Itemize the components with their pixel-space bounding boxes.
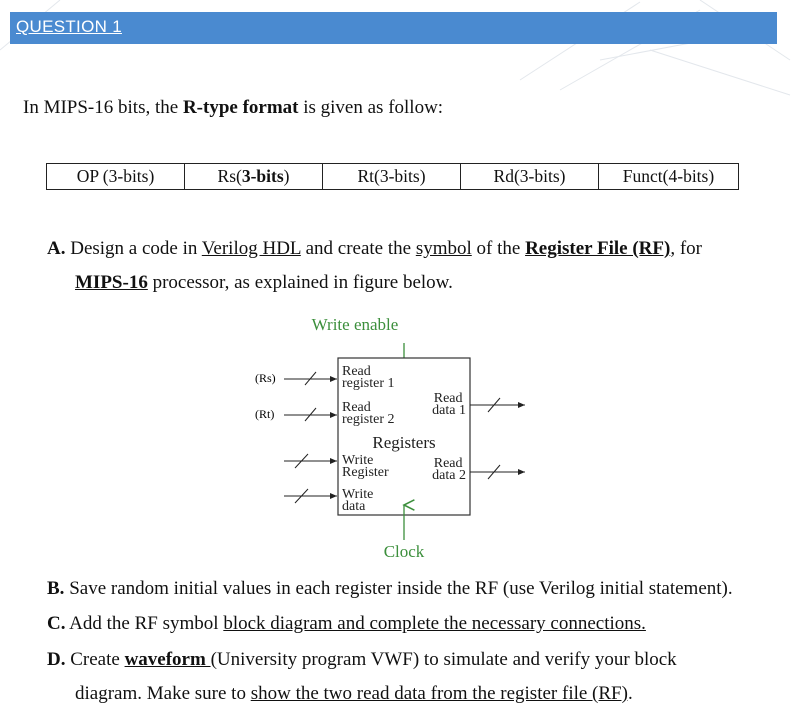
write-register-label: Write Register bbox=[342, 453, 389, 480]
r-type-format-table: OP (3-bits) Rs(3-bits) Rt(3-bits) Rd(3-b… bbox=[46, 163, 739, 190]
registers-title: Registers bbox=[372, 433, 435, 452]
clock-label: Clock bbox=[384, 542, 425, 561]
rt-label: (Rt) bbox=[255, 407, 274, 421]
rs-label: (Rs) bbox=[255, 371, 276, 385]
part-b: B. Save random initial values in each re… bbox=[47, 578, 733, 599]
read-register-1-label: Read register 1 bbox=[342, 364, 394, 391]
field-rt: Rt(3-bits) bbox=[322, 163, 461, 190]
intro-text: In MIPS-16 bits, the R-type format is gi… bbox=[23, 97, 444, 118]
read-data-1-label: Read data 1 bbox=[432, 391, 466, 418]
field-rs: Rs(3-bits) bbox=[184, 163, 323, 190]
write-data-label: Write data bbox=[342, 487, 377, 514]
read-data-2-label: Read data 2 bbox=[432, 456, 466, 483]
part-a: A. Design a code in Verilog HDL and crea… bbox=[47, 238, 702, 293]
question-title: QUESTION 1 bbox=[16, 17, 122, 36]
field-rd: Rd(3-bits) bbox=[460, 163, 599, 190]
field-funct: Funct(4-bits) bbox=[598, 163, 739, 190]
register-file-diagram: Write enable (Rs) (Rt) Read register 1 R… bbox=[255, 315, 525, 561]
question-header-bar bbox=[10, 12, 777, 44]
read-register-2-label: Read register 2 bbox=[342, 400, 394, 427]
field-op: OP (3-bits) bbox=[46, 163, 185, 190]
part-d: D. Create waveform (University program V… bbox=[47, 649, 677, 704]
part-c: C. Add the RF symbol block diagram and c… bbox=[47, 613, 646, 634]
write-enable-label: Write enable bbox=[312, 315, 399, 334]
